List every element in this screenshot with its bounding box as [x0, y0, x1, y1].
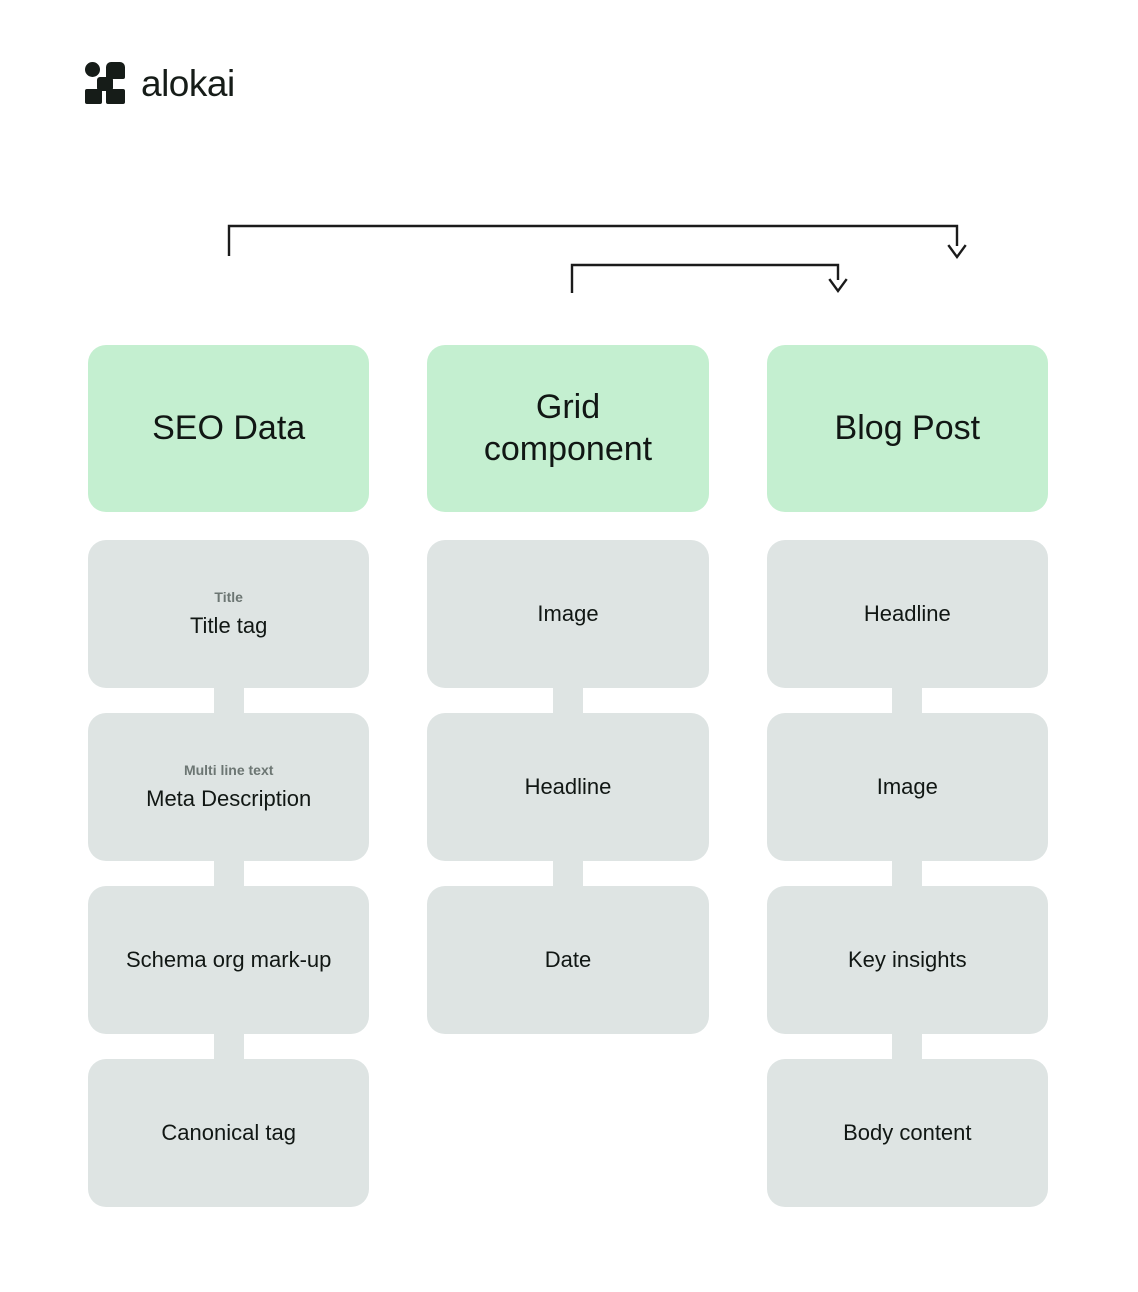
node-label: Image [876, 774, 938, 800]
node-label: Body content [843, 1120, 972, 1146]
node-sublabel: Multi line text [183, 761, 274, 778]
node-label: Headline [863, 601, 951, 627]
column-seo-data: SEO Data Title Title tag Multi line text… [88, 345, 370, 1207]
column-header-seo-data[interactable]: SEO Data [88, 345, 370, 512]
node-connector [88, 861, 370, 886]
node-connector [88, 1034, 370, 1059]
node-connector [427, 861, 709, 886]
node-meta-description[interactable]: Multi line text Meta Description [88, 713, 370, 886]
brand-logo: alokai [85, 62, 235, 104]
column-grid-component: Grid component Image Headline [427, 345, 709, 1207]
node-label: Key insights [848, 947, 967, 973]
node-canonical-tag[interactable]: Canonical tag [88, 1059, 370, 1207]
arrow-to-grid-component [570, 263, 848, 294]
node-image[interactable]: Image [766, 713, 1048, 886]
arrow-group [227, 224, 967, 294]
node-label: Canonical tag [161, 1120, 296, 1146]
column-header-line-1: Grid [535, 388, 601, 427]
column-header-grid-component[interactable]: Grid component [427, 345, 709, 512]
node-label: Schema org mark-up [125, 947, 332, 973]
node-headline[interactable]: Headline [766, 540, 1048, 713]
node-stack-blog-post: Headline Image Key insight [766, 540, 1048, 1207]
node-connector [766, 688, 1048, 713]
node-headline[interactable]: Headline [427, 713, 709, 886]
node-image[interactable]: Image [427, 540, 709, 713]
column-header-line-2: component [483, 429, 653, 468]
node-stack-grid-component: Image Headline Date [427, 540, 709, 1034]
alokai-logo-icon [85, 62, 125, 104]
node-connector [88, 688, 370, 713]
node-title-tag[interactable]: Title Title tag [88, 540, 370, 713]
arrow-to-blog-post [227, 224, 967, 260]
node-label: Meta Description [146, 785, 312, 811]
node-label: Title tag [189, 612, 268, 638]
column-group: SEO Data Title Title tag Multi line text… [88, 345, 1048, 1207]
node-stack-seo-data: Title Title tag Multi line text Meta Des… [88, 540, 370, 1207]
node-label: Headline [524, 774, 612, 800]
node-label: Date [544, 947, 592, 973]
column-header-blog-post[interactable]: Blog Post [766, 345, 1048, 512]
node-key-insights[interactable]: Key insights [766, 886, 1048, 1059]
node-date[interactable]: Date [427, 886, 709, 1034]
node-connector [766, 861, 1048, 886]
node-connector [766, 1034, 1048, 1059]
brand-name: alokai [141, 62, 235, 104]
node-body-content[interactable]: Body content [766, 1059, 1048, 1207]
column-blog-post: Blog Post Headline Image [766, 345, 1048, 1207]
node-label: Image [537, 601, 599, 627]
node-connector [427, 688, 709, 713]
node-schema-org-markup[interactable]: Schema org mark-up [88, 886, 370, 1059]
node-sublabel: Title [214, 588, 243, 605]
